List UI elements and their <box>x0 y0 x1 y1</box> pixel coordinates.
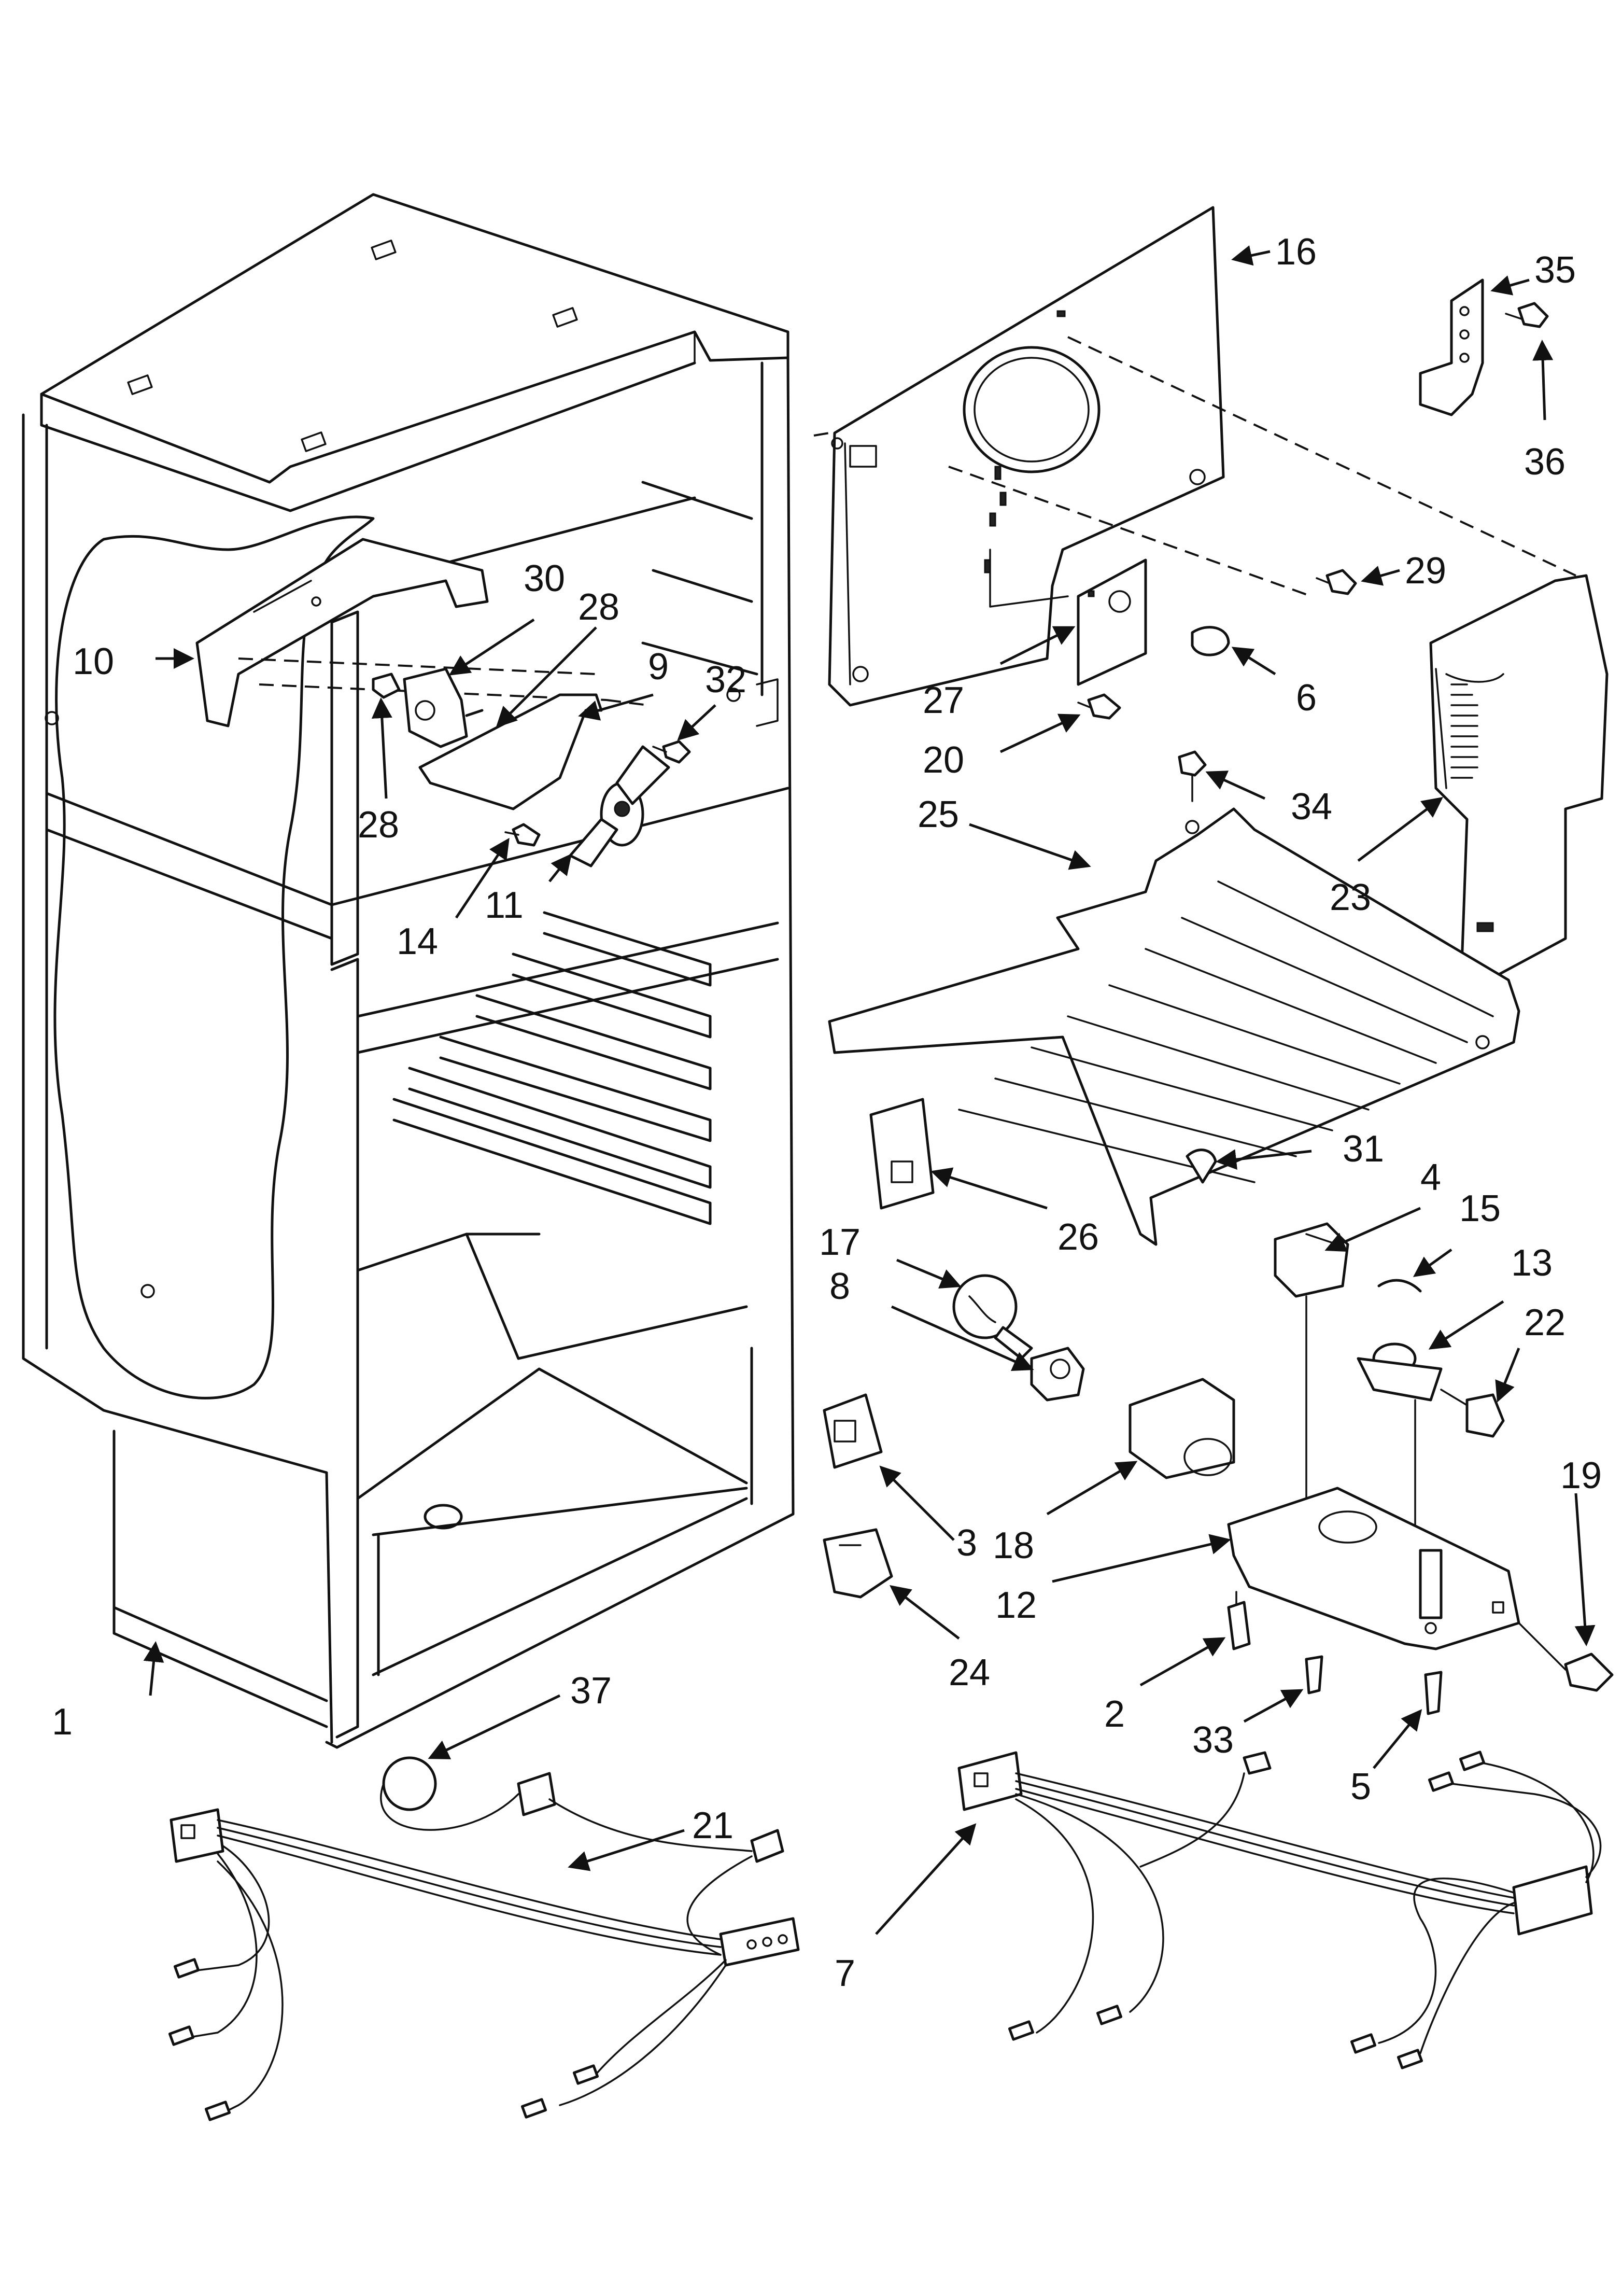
callout-34: 34 <box>1291 786 1332 828</box>
callout-arrows <box>143 245 1596 1935</box>
callout-25: 25 <box>918 794 959 835</box>
wire-harness-7 <box>957 1751 1602 2069</box>
connector-19 <box>1518 1622 1614 1692</box>
callout-15: 15 <box>1459 1188 1501 1229</box>
callout-18: 18 <box>993 1525 1034 1566</box>
screw-32 <box>652 740 691 764</box>
callout-4: 4 <box>1420 1157 1441 1198</box>
connector-22 <box>1440 1389 1505 1438</box>
screw-33 <box>1305 1655 1323 1695</box>
screw-14 <box>504 823 541 847</box>
callout-16: 16 <box>1275 231 1317 273</box>
air-duct <box>1429 574 1609 976</box>
callout-17: 17 <box>819 1222 861 1263</box>
callout-10: 10 <box>73 641 114 682</box>
callout-32: 32 <box>705 659 746 701</box>
callout-22: 22 <box>1524 1302 1565 1343</box>
callout-21: 21 <box>692 1805 734 1846</box>
screw-5 <box>1424 1671 1443 1715</box>
callout-19: 19 <box>1560 1455 1602 1496</box>
callout-27: 27 <box>923 680 964 721</box>
shelf-rails <box>392 911 712 1225</box>
callout-37: 37 <box>570 1670 612 1712</box>
base-12 <box>1227 1487 1520 1650</box>
control-4 <box>1274 1222 1349 1505</box>
callout-26: 26 <box>1057 1216 1099 1258</box>
callout-28-top: 28 <box>578 586 619 628</box>
light-shield <box>1129 1378 1235 1479</box>
control-13 <box>1357 1342 1443 1619</box>
callout-31: 31 <box>1343 1128 1384 1170</box>
callout-2: 2 <box>1104 1693 1125 1735</box>
screw-2 <box>1227 1591 1251 1650</box>
callout-13: 13 <box>1511 1242 1553 1284</box>
callout-5: 5 <box>1350 1766 1371 1808</box>
bracket-35 <box>1419 278 1484 416</box>
callout-6: 6 <box>1296 677 1317 719</box>
callout-29: 29 <box>1405 550 1446 592</box>
floor-shelf <box>828 750 1520 1246</box>
callout-11: 11 <box>485 885 524 926</box>
fan-blade <box>569 745 670 867</box>
callout-30: 30 <box>524 558 565 599</box>
screw-36 <box>1505 302 1549 328</box>
callout-14: 14 <box>397 921 438 962</box>
tube-15 <box>1377 1279 1422 1293</box>
callout-9: 9 <box>648 646 669 688</box>
light-bulb <box>952 1274 1033 1360</box>
callout-12: 12 <box>995 1585 1037 1626</box>
bulb-socket <box>1030 1347 1085 1402</box>
callout-1: 1 <box>52 1701 73 1743</box>
refrigerator-liner <box>22 193 795 1749</box>
fan-motor-assembly <box>195 538 691 867</box>
callout-20: 20 <box>923 739 964 781</box>
switch-housing-3 <box>823 1393 883 1469</box>
rear-panel <box>813 206 1576 720</box>
callout-8: 8 <box>829 1266 850 1307</box>
callout-24: 24 <box>949 1652 990 1693</box>
duct-grille <box>1450 683 1478 779</box>
callout-23: 23 <box>1330 877 1371 918</box>
callout-labels: 10 30 28 9 32 28 11 14 1 16 35 36 29 6 2… <box>52 231 1602 1994</box>
housing-26 <box>869 1098 935 1210</box>
callout-35: 35 <box>1534 249 1576 291</box>
callout-36: 36 <box>1524 441 1565 483</box>
callout-28-left: 28 <box>358 804 399 846</box>
callout-7: 7 <box>835 1953 855 1994</box>
callout-3: 3 <box>956 1522 977 1564</box>
wire-harness-21 <box>168 1756 800 2121</box>
callout-33: 33 <box>1192 1719 1234 1761</box>
switch-24 <box>823 1528 893 1599</box>
